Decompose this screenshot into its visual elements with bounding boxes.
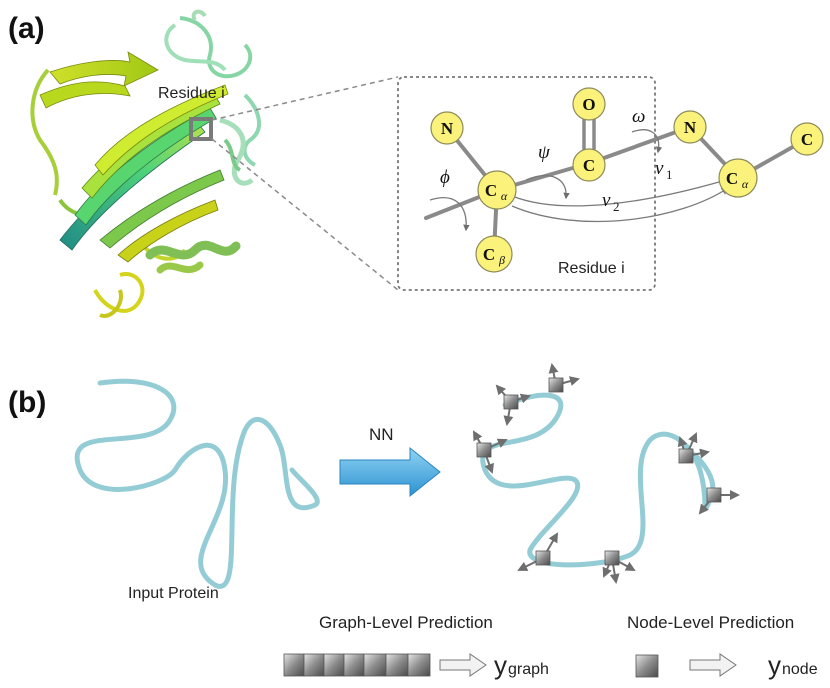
panel-a-label: (a) <box>8 12 45 45</box>
svg-text:N: N <box>684 118 697 137</box>
phi-label: ϕ <box>440 167 450 188</box>
svg-text:graph: graph <box>508 661 549 678</box>
node-box <box>548 363 580 393</box>
svg-text:β: β <box>498 253 505 267</box>
node-box <box>698 487 740 515</box>
svg-text:2: 2 <box>613 199 620 214</box>
output-nodes <box>473 363 740 584</box>
omega-label: ω <box>632 106 645 127</box>
atom-c-end: C <box>790 122 824 156</box>
svg-text:v: v <box>655 158 664 179</box>
atom-n2: N <box>673 110 707 144</box>
input-protein-label: Input Protein <box>128 585 219 602</box>
svg-text:α: α <box>501 189 508 203</box>
svg-text:1: 1 <box>666 167 673 182</box>
atom-o: O <box>572 87 606 121</box>
svg-text:v: v <box>602 190 611 211</box>
svg-text:N: N <box>441 119 454 138</box>
node-level-label: Node-Level Prediction <box>627 613 794 632</box>
svg-text:C: C <box>483 245 495 264</box>
node-embedding-box <box>635 654 659 678</box>
protein-ribbon-illustration <box>30 9 261 318</box>
svg-text:α: α <box>742 177 749 191</box>
svg-text:C: C <box>726 169 738 188</box>
svg-text:node: node <box>782 661 818 678</box>
graph-embedding-bar <box>283 653 431 677</box>
zoom-connector-bottom <box>211 138 399 291</box>
graph-level-label: Graph-Level Prediction <box>319 613 493 632</box>
psi-label: ψ <box>538 142 551 163</box>
residue-detail-box <box>397 76 656 291</box>
output-protein-curve <box>480 392 716 568</box>
residue-box-label: Residue i <box>558 260 625 277</box>
vector-v2-arrow <box>511 187 730 223</box>
omega-rotation-arrow <box>631 129 663 154</box>
vector-v1-arrow <box>511 177 728 207</box>
panel-b-label: (b) <box>8 386 46 419</box>
v1-label: v 1 <box>655 158 673 182</box>
atom-c-carbonyl: C <box>572 148 606 182</box>
atom-c-beta: C β <box>475 235 513 273</box>
node-box <box>517 532 559 571</box>
svg-text:O: O <box>582 95 595 114</box>
nn-label: NN <box>369 425 394 444</box>
svg-text:y: y <box>768 650 781 680</box>
node-box <box>495 384 531 426</box>
input-protein-curve <box>74 378 320 589</box>
y-node-label: y node <box>768 650 818 680</box>
node-box <box>602 550 636 584</box>
psi-rotation-arrow <box>525 175 570 200</box>
svg-text:C: C <box>583 156 595 175</box>
node-box <box>473 430 508 474</box>
nn-arrow <box>339 446 441 498</box>
svg-text:C: C <box>485 181 497 200</box>
phi-rotation-arrow <box>429 197 470 232</box>
v2-label: v 2 <box>602 190 620 214</box>
node-output-arrow <box>689 653 737 677</box>
atom-n1: N <box>430 111 464 145</box>
residue-pointer-label: Residue i <box>158 85 225 102</box>
zoom-connector-top <box>211 76 399 121</box>
atom-c-alpha: C α <box>477 170 517 210</box>
svg-text:y: y <box>494 650 507 680</box>
residue-marker-square <box>189 117 213 141</box>
graph-output-arrow <box>439 653 487 677</box>
atom-c-alpha-next: C α <box>718 158 758 198</box>
svg-text:C: C <box>801 130 813 149</box>
y-graph-label: y graph <box>494 650 549 680</box>
node-box <box>677 432 710 464</box>
